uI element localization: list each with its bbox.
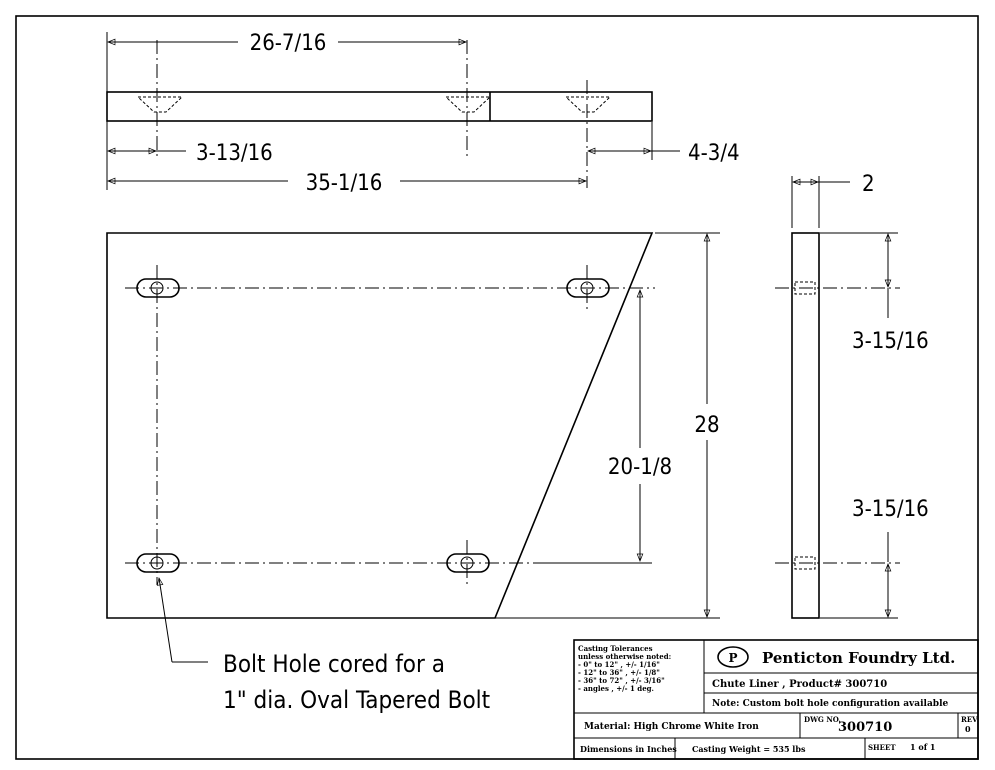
tolerance-line-6: - angles , +/- 1 deg. — [578, 684, 654, 693]
tolerance-line-1: Casting Tolerances — [578, 644, 653, 653]
dim-hole-spacing: 20-1/8 — [608, 455, 672, 480]
side-view: 2 3-15/16 3-15/16 — [775, 172, 929, 619]
front-view: 20-1/8 28 Bolt Hole cored for a 1" dia. … — [106, 232, 720, 714]
svg-text:P: P — [728, 651, 737, 665]
tolerance-line-3: - 0" to 12" , +/- 1/16" — [578, 660, 660, 669]
company-logo: P — [717, 646, 749, 668]
dim-left-offset: 3-13/16 — [196, 141, 273, 166]
bolt-hole-top-right — [566, 278, 610, 298]
casting-weight: Casting Weight = 535 lbs — [692, 744, 806, 754]
rev-label: REV — [961, 715, 978, 724]
part-name: Chute Liner , Product# 300710 — [712, 679, 887, 690]
company-name: Penticton Foundry Ltd. — [762, 649, 955, 667]
sheet-border — [15, 15, 979, 760]
drawing-note: Note: Custom bolt hole configuration ava… — [712, 699, 948, 709]
tolerance-line-2: unless otherwise noted: — [578, 652, 671, 661]
material: Material: High Chrome White Iron — [584, 722, 759, 732]
title-block: Casting Tolerances unless otherwise note… — [573, 639, 979, 760]
bolt-hole-bottom-left — [136, 553, 180, 573]
top-view: 26-7/16 3-13/16 4-3/4 35-1/16 — [106, 31, 740, 196]
dwg-label: DWG NO. — [804, 715, 841, 724]
dim-edge-offset-top: 3-15/16 — [852, 329, 929, 354]
tolerance-line-5: - 36" to 72" , +/- 3/16" — [578, 676, 665, 685]
rev-value: 0 — [965, 724, 971, 734]
dim-thickness: 2 — [862, 172, 875, 197]
callout-line-1: Bolt Hole cored for a — [223, 650, 445, 678]
tolerance-line-4: - 12" to 36" , +/- 1/8" — [578, 668, 660, 677]
callout-line-2: 1" dia. Oval Tapered Bolt — [223, 686, 490, 714]
dim-edge-offset-bottom: 3-15/16 — [852, 497, 929, 522]
bolt-hole-top-left — [136, 278, 180, 298]
dim-overall-height: 28 — [694, 413, 719, 438]
dim-overall-length: 35-1/16 — [306, 171, 383, 196]
dim-right-offset: 4-3/4 — [688, 141, 740, 166]
sheet-label: SHEET — [868, 743, 896, 752]
bolt-hole-bottom-mid — [446, 553, 490, 573]
sheet-value: 1 of 1 — [910, 742, 935, 752]
dimensions-note: Dimensions in Inches — [580, 744, 677, 754]
dwg-number: 300710 — [838, 720, 892, 735]
dim-top-span: 26-7/16 — [250, 31, 327, 56]
